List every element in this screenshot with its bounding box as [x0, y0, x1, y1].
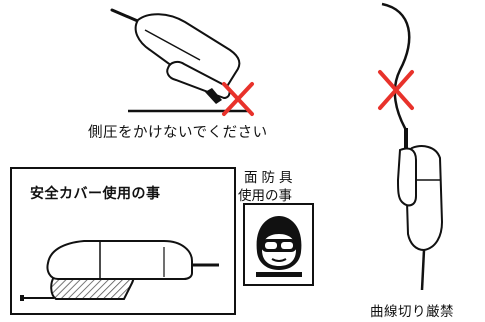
red-x-mark-1: [222, 82, 254, 116]
caption-side-pressure: 側圧をかけないでください: [88, 125, 268, 141]
face-shield-box: [243, 203, 314, 286]
tool-hanging-illustration: [378, 2, 444, 291]
red-x-mark-2: [378, 70, 414, 110]
tool-tilted-illustration: [110, 8, 254, 116]
safety-cover-box: [10, 167, 236, 315]
safety-cover-title: 安全カバー使用の事: [30, 186, 161, 202]
caption-no-curve-cutting: 曲線切り厳禁: [370, 304, 454, 320]
face-shield-label-line1: 面防具: [244, 170, 297, 186]
goggles-face-icon: [256, 216, 302, 277]
tool-with-cover-illustration: [20, 240, 219, 301]
face-shield-label-line2: 使用の事: [238, 188, 292, 204]
